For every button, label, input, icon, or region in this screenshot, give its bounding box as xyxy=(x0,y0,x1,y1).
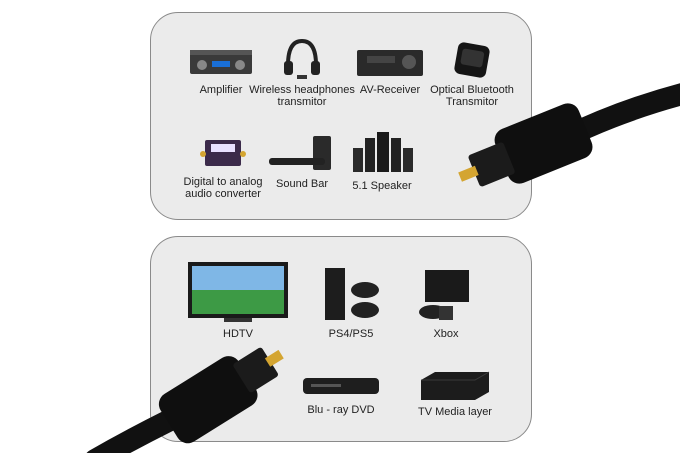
av-receiver-item: AV-Receiver xyxy=(352,44,428,96)
sound-bar-item: Sound Bar xyxy=(262,132,342,190)
bluetooth-transmitter-item: Optical Bluetooth Transmitor xyxy=(424,40,520,108)
converter-icon xyxy=(200,140,246,166)
bluray-player-item: Blu - ray DVD xyxy=(296,374,386,416)
media-player-icon xyxy=(421,371,490,400)
device-label: PS4/PS5 xyxy=(328,328,374,340)
device-label: Sound Bar xyxy=(276,178,328,190)
hdtv-item: HDTV xyxy=(184,260,292,340)
wireless-headphones-icon xyxy=(284,38,320,79)
amplifier-item: Amplifier xyxy=(186,44,256,96)
bluetooth-transmitter-icon xyxy=(454,42,490,78)
xbox-icon xyxy=(419,270,469,320)
speaker-set-icon xyxy=(353,132,413,172)
device-label: Digital to analog audio converter xyxy=(183,176,263,200)
device-label: 5.1 Speaker xyxy=(352,180,412,192)
device-label: Amplifier xyxy=(199,84,243,96)
hdtv-icon xyxy=(188,262,288,322)
device-label: AV-Receiver xyxy=(359,84,421,96)
wireless-headphones-item: Wireless headphones transmitor xyxy=(248,37,356,108)
media-player-item: TV Media layer xyxy=(410,368,500,418)
device-label: Wireless headphones transmitor xyxy=(249,84,355,108)
console-item: PS4/PS5 xyxy=(316,266,386,340)
av-receiver-icon xyxy=(357,50,423,76)
device-label: Xbox xyxy=(433,328,459,340)
amplifier-icon xyxy=(190,50,252,74)
device-label: HDTV xyxy=(223,328,253,340)
bluray-player-icon xyxy=(303,378,379,394)
sound-bar-icon xyxy=(269,136,331,170)
device-label: Blu - ray DVD xyxy=(307,404,375,416)
converter-item: Digital to analog audio converter xyxy=(178,132,268,200)
device-label: TV Media layer xyxy=(418,406,492,418)
xbox-item: Xbox xyxy=(408,266,484,340)
console-icon xyxy=(325,268,379,320)
speaker-set-item: 5.1 Speaker xyxy=(344,128,420,192)
device-label: Optical Bluetooth Transmitor xyxy=(430,84,514,108)
